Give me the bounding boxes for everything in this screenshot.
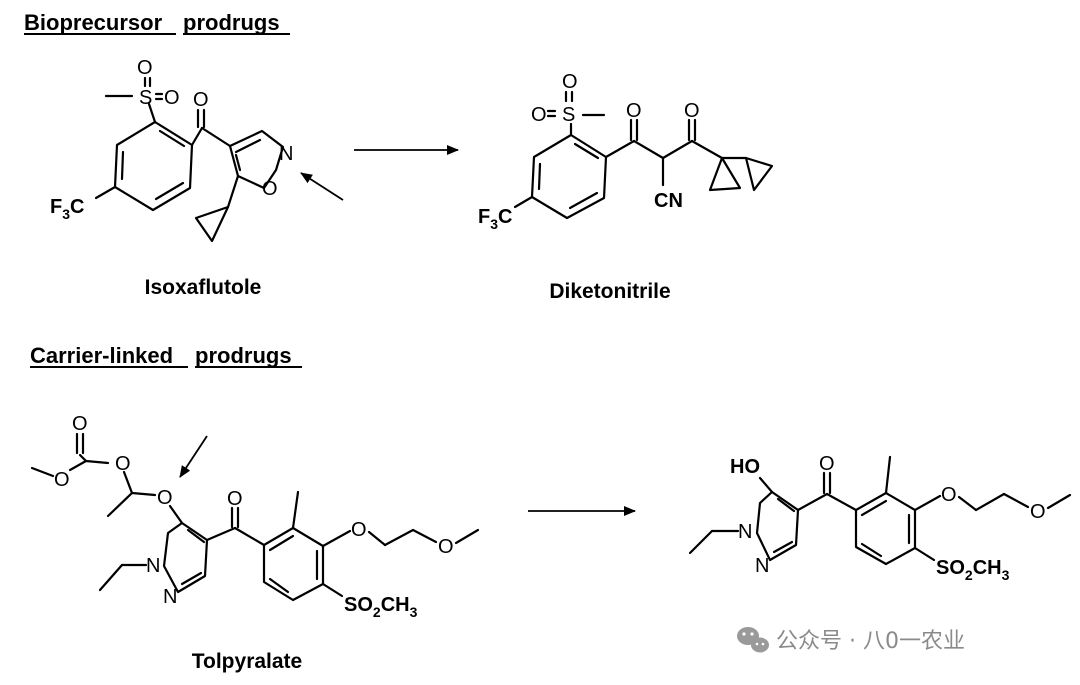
atom-o-tol-aryl-ether: O: [351, 519, 367, 541]
structure-diketonitrile: S O O O O CN F3C: [478, 71, 774, 232]
atom-cn-dkn: CN: [654, 190, 683, 212]
atom-o-tol-acetal: O: [157, 487, 173, 509]
atom-n1-tol-pyrazole: N: [146, 555, 160, 577]
atom-n2-metabolite: N: [755, 555, 769, 577]
atom-n-isoxazole: N: [279, 143, 293, 165]
atom-o-isoxazole: O: [262, 178, 278, 200]
header-bioprecursor-prodrugs: Bioprecursor prodrugs: [24, 10, 290, 35]
atom-so2ch3-metabolite: SO2CH3: [936, 557, 1010, 583]
structure-hydroxypyrazole-metabolite: HO N N O O O SO2CH3: [688, 453, 1072, 583]
atom-o-dkn-2: O: [531, 104, 547, 126]
structure-isoxaflutole: S O O O N O F3C: [50, 57, 293, 243]
atom-o-metabolite-aryl-ether: O: [941, 484, 957, 506]
label-tolpyralate: Tolpyralate: [192, 650, 302, 673]
watermark-text: 公众号 · 八0一农业: [776, 629, 965, 654]
label-isoxaflutole: Isoxaflutole: [145, 276, 262, 299]
atom-cf3-isox: F3C: [50, 196, 84, 222]
atom-o-tol-carbonyl: O: [227, 488, 243, 510]
structure-tolpyralate: O O O O N N O O O: [30, 413, 480, 620]
atom-o-isox-carbonyl: O: [193, 89, 209, 111]
atom-ho-metabolite: HO: [730, 456, 760, 478]
atom-n2-tol-pyrazole: N: [163, 586, 177, 608]
header-carrier-linked-word: Carrier-linked: [30, 343, 173, 368]
atom-n1-metabolite: N: [738, 521, 752, 543]
watermark: 公众号 · 八0一农业: [737, 627, 965, 654]
atom-o-isox-2: O: [164, 87, 180, 109]
header-bioprecursor-prodrugs-word: prodrugs: [183, 10, 280, 35]
atom-o-tol-methoxyethyl: O: [438, 536, 454, 558]
atom-o-metabolite-carbonyl: O: [819, 453, 835, 475]
label-diketonitrile: Diketonitrile: [549, 280, 670, 303]
wechat-icon: [737, 627, 769, 653]
atom-s-dkn: S: [562, 104, 575, 126]
atom-o-tol-methoxy: O: [54, 469, 70, 491]
cleavage-site-arrow-tolpyralate: [179, 435, 208, 478]
cleavage-site-arrow-isoxaflutole: [300, 172, 344, 201]
atom-o-dkn-carbonyl-1: O: [626, 100, 642, 122]
header-bioprecursor-word: Bioprecursor: [24, 10, 163, 35]
atom-s-isox: S: [139, 87, 152, 109]
atom-o-dkn-1: O: [562, 71, 578, 93]
atom-o-dkn-carbonyl-2: O: [684, 100, 700, 122]
atom-so2ch3-tol: SO2CH3: [344, 594, 418, 620]
header-carrier-prodrugs-word: prodrugs: [195, 343, 292, 368]
atom-cf3-dkn: F3C: [478, 206, 512, 232]
atom-o-tol-carbonyl-carbonate: O: [72, 413, 88, 435]
atom-o-tol-ester: O: [115, 453, 131, 475]
header-carrier-linked-prodrugs: Carrier-linked prodrugs: [30, 343, 302, 368]
atom-o-isox-1: O: [137, 57, 153, 79]
atom-o-metabolite-methoxyethyl: O: [1030, 501, 1046, 523]
